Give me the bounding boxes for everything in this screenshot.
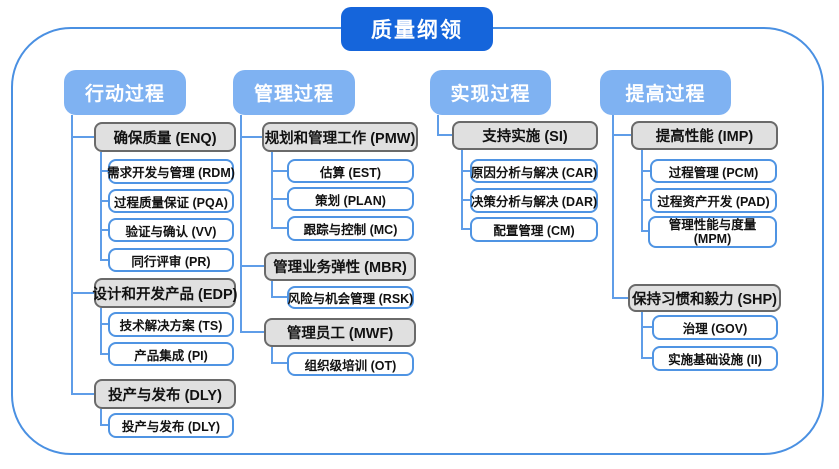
group-node-enq: 确保质量 (ENQ) <box>94 122 236 152</box>
group-node-shp: 保持习惯和毅力 (SHP) <box>628 284 781 312</box>
connector-line <box>612 134 631 136</box>
column-header-improvement-process: 提高过程 <box>600 70 731 115</box>
leaf-node-cm: 配置管理 (CM) <box>470 217 598 242</box>
connector-line <box>271 198 287 200</box>
leaf-node-pi: 产品集成 (PI) <box>108 342 234 366</box>
connector-line <box>461 170 470 172</box>
connector-line <box>271 362 287 364</box>
connector-line <box>240 331 264 333</box>
connector-line <box>437 115 439 136</box>
connector-line <box>100 353 108 355</box>
connector-line <box>271 152 273 229</box>
leaf-node-ot: 组织级培训 (OT) <box>287 352 414 376</box>
leaf-node-plan: 策划 (PLAN) <box>287 187 414 211</box>
group-node-imp: 提高性能 (IMP) <box>631 121 778 150</box>
leaf-node-ii: 实施基础设施 (II) <box>652 346 778 371</box>
connector-line <box>100 259 108 261</box>
connector-line <box>612 297 628 299</box>
connector-line <box>641 150 643 232</box>
column-header-management-process: 管理过程 <box>233 70 355 115</box>
leaf-node-est: 估算 (EST) <box>287 159 414 183</box>
connector-line <box>271 296 287 298</box>
group-node-mbr: 管理业务弹性 (MBR) <box>264 252 416 281</box>
connector-line <box>240 265 264 267</box>
connector-line <box>240 115 242 333</box>
leaf-node-pqa: 过程质量保证 (PQA) <box>108 189 234 213</box>
connector-line <box>71 136 94 138</box>
connector-line <box>100 308 102 355</box>
connector-line <box>461 228 470 230</box>
connector-line <box>641 312 643 358</box>
group-node-pmw: 规划和管理工作 (PMW) <box>262 122 418 152</box>
connector-line <box>271 227 287 229</box>
connector-line <box>100 200 108 202</box>
connector-line <box>612 115 614 299</box>
leaf-node-pcm: 过程管理 (PCM) <box>650 159 777 183</box>
connector-line <box>71 393 94 395</box>
connector-line <box>71 115 73 395</box>
leaf-node-rdm: 需求开发与管理 (RDM) <box>107 159 235 184</box>
connector-line <box>437 134 452 136</box>
connector-line <box>461 150 463 230</box>
group-node-si: 支持实施 (SI) <box>452 121 598 150</box>
column-header-action-process: 行动过程 <box>64 70 186 115</box>
leaf-node-rsk: 风险与机会管理 (RSK) <box>287 286 414 309</box>
connector-line <box>240 136 262 138</box>
connector-line <box>641 230 648 232</box>
leaf-node-gov: 治理 (GOV) <box>652 315 778 340</box>
leaf-node-ts: 技术解决方案 (TS) <box>108 312 234 337</box>
connector-line <box>641 199 650 201</box>
leaf-node-pr: 同行评审 (PR) <box>108 248 234 272</box>
connector-line <box>100 323 108 325</box>
leaf-node-mpm: 管理性能与度量 (MPM) <box>648 216 777 248</box>
group-node-dly: 投产与发布 (DLY) <box>94 379 236 409</box>
group-node-mwf: 管理员工 (MWF) <box>264 318 416 347</box>
connector-line <box>271 281 273 298</box>
connector-line <box>100 409 102 425</box>
connector-line <box>100 170 108 172</box>
diagram-title: 质量纲领 <box>341 7 493 51</box>
connector-line <box>100 229 108 231</box>
leaf-node-pad: 过程资产开发 (PAD) <box>650 188 777 213</box>
leaf-node-car: 原因分析与解决 (CAR) <box>470 159 598 183</box>
connector-line <box>271 170 287 172</box>
leaf-node-vv: 验证与确认 (VV) <box>108 218 234 242</box>
connector-line <box>641 357 652 359</box>
leaf-node-dar: 决策分析与解决 (DAR) <box>470 188 598 213</box>
connector-line <box>641 170 650 172</box>
connector-line <box>100 424 108 426</box>
group-node-edp: 设计和开发产品 (EDP) <box>93 278 238 308</box>
leaf-node-mc: 跟踪与控制 (MC) <box>287 216 414 241</box>
connector-line <box>100 152 102 261</box>
column-header-implementation-process: 实现过程 <box>430 70 551 115</box>
connector-line <box>641 326 652 328</box>
leaf-node-dly: 投产与发布 (DLY) <box>108 413 234 438</box>
connector-line <box>461 199 470 201</box>
connector-line <box>71 292 94 294</box>
connector-line <box>271 347 273 364</box>
